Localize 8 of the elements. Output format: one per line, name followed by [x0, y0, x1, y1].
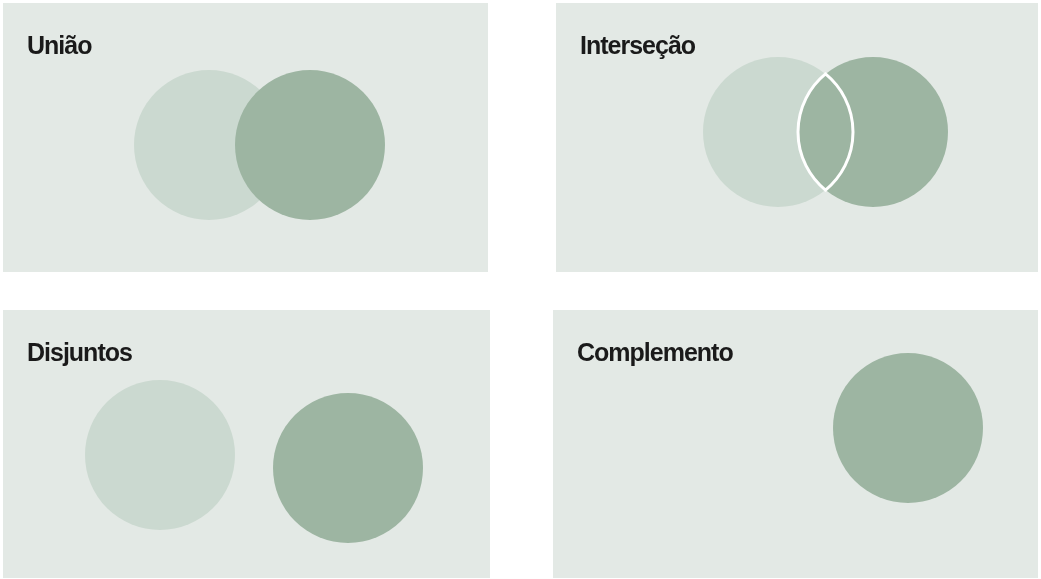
- panel-background: [3, 310, 490, 578]
- panel-title: Interseção: [580, 31, 696, 60]
- panel-title: União: [27, 31, 92, 60]
- panel-title: Disjuntos: [27, 338, 132, 367]
- panel-background: [553, 310, 1038, 578]
- panel-background: [556, 3, 1038, 272]
- panel-background: [3, 3, 488, 272]
- panel-title: Complemento: [577, 338, 733, 367]
